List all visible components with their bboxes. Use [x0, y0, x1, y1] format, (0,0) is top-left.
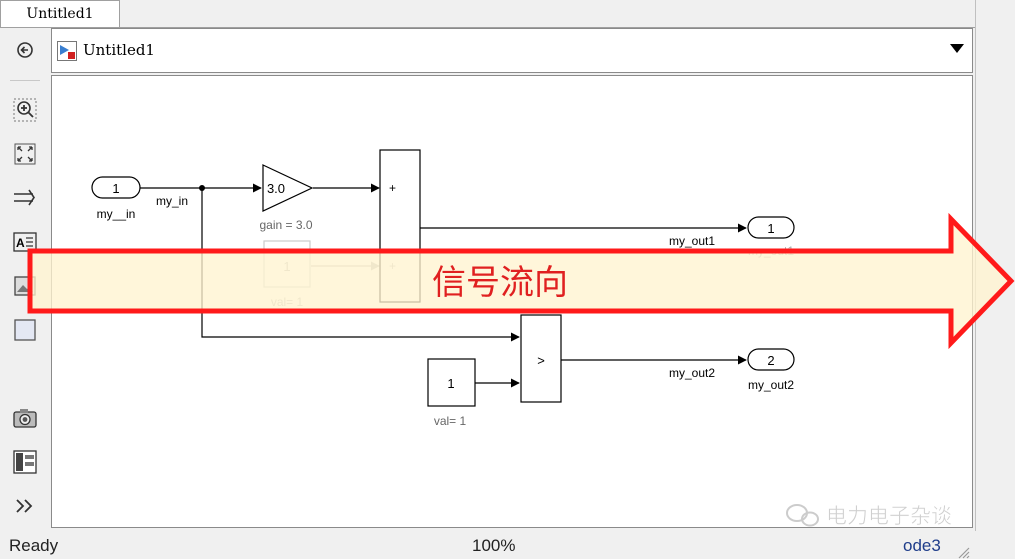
inport-number: 1: [112, 181, 119, 196]
sum-input-sign-2: +: [389, 259, 396, 273]
gain-label: gain = 3.0: [259, 218, 312, 232]
fit-view-button[interactable]: [11, 140, 39, 168]
model-browser-icon: [13, 450, 37, 474]
image-icon: [14, 276, 36, 296]
svg-text:A: A: [16, 236, 25, 250]
outport2-number: 2: [767, 353, 774, 368]
model-address-bar[interactable]: Untitled1: [51, 28, 973, 73]
model-browser-button[interactable]: [11, 448, 39, 476]
camera-icon: [13, 409, 37, 428]
constant-faded-value: 1: [283, 259, 290, 274]
signal-label-my-out2: my_out2: [669, 366, 715, 380]
constant-block[interactable]: [427, 358, 476, 407]
signal-flow-button[interactable]: [11, 184, 39, 212]
area-icon: [14, 319, 36, 341]
diagram-canvas[interactable]: 1 my__in my_in 3.0 gain = 3.0 1 val= 1 +…: [51, 75, 973, 528]
signal-flow-icon: [14, 189, 35, 206]
model-name: Untitled1: [83, 41, 155, 59]
relop-operator: >: [537, 353, 545, 368]
outport1-number: 1: [767, 221, 774, 236]
simulink-model-icon: [57, 41, 77, 61]
back-icon: [17, 42, 33, 58]
constant-value: 1: [447, 376, 454, 391]
signal-label-my-in: my_in: [156, 194, 188, 208]
area-button[interactable]: [11, 316, 39, 344]
more-icon: [16, 499, 33, 513]
gain-block[interactable]: [262, 164, 314, 212]
chevron-down-icon[interactable]: [950, 44, 964, 53]
annotation-button[interactable]: A: [11, 228, 39, 256]
status-bar: Ready 100% ode3: [0, 531, 1015, 559]
fit-view-icon: [14, 143, 36, 165]
zoom-icon: [13, 98, 37, 122]
zoom-level[interactable]: 100%: [472, 536, 516, 555]
back-button[interactable]: [11, 36, 39, 64]
constant-label: val= 1: [434, 414, 467, 428]
zoom-button[interactable]: [11, 96, 39, 124]
signal-branch-down[interactable]: [201, 188, 520, 342]
snapshot-button[interactable]: [11, 404, 39, 432]
gain-value: 3.0: [267, 181, 285, 196]
inport-label: my__in: [97, 207, 136, 221]
solver-indicator[interactable]: ode3: [903, 536, 941, 555]
constant-faded-label: val= 1: [271, 295, 304, 309]
left-toolbar: A: [0, 28, 50, 528]
status-text: Ready: [9, 536, 59, 555]
inport-block[interactable]: [91, 176, 141, 199]
outport2-label: my_out2: [748, 378, 794, 392]
block-diagram: 1 my__in my_in 3.0 gain = 3.0 1 val= 1 +…: [91, 149, 795, 428]
annotation-icon: A: [13, 232, 37, 252]
tab-bar: Untitled1: [0, 0, 975, 28]
tab-untitled1[interactable]: Untitled1: [0, 0, 120, 27]
resize-grip-icon[interactable]: [956, 545, 970, 559]
sum-block[interactable]: [379, 149, 421, 303]
more-button[interactable]: [11, 492, 39, 520]
branch-point: [199, 185, 205, 191]
outport1-label: my_out1: [748, 244, 794, 258]
window-right-edge: [975, 0, 1015, 531]
signal-label-my-out1: my_out1: [669, 234, 715, 248]
image-button[interactable]: [11, 272, 39, 300]
sum-input-sign-1: +: [389, 181, 396, 195]
